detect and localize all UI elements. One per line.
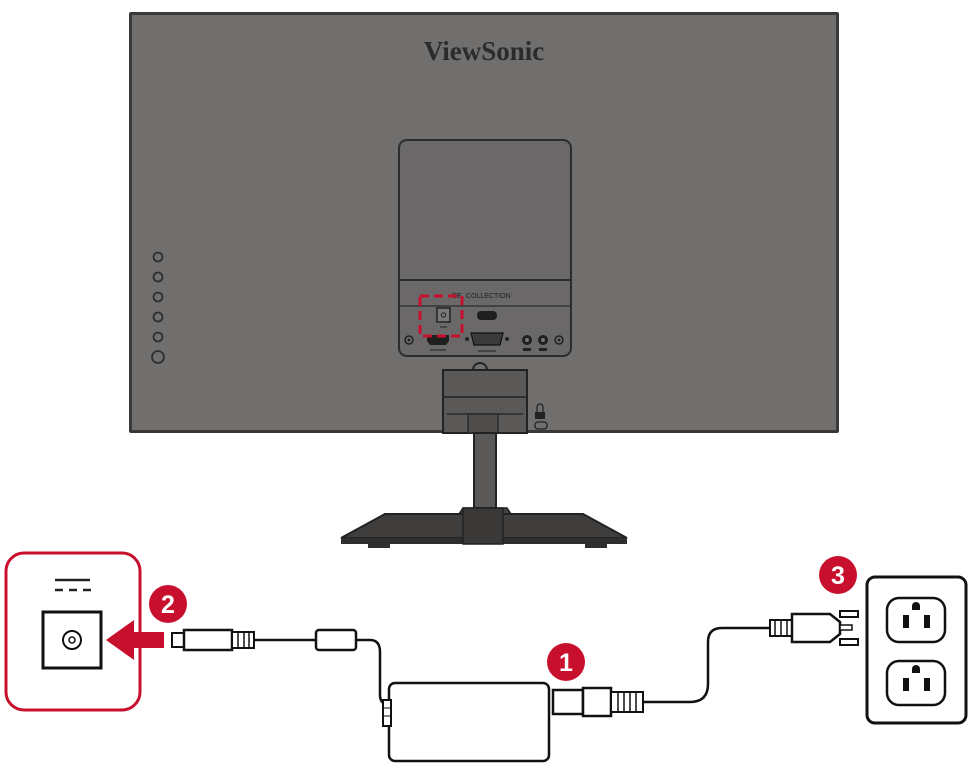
brand-logo: ViewSonic [424,36,545,66]
insert-arrow-icon [106,620,164,660]
usb-c-port [477,311,497,320]
ce-mark-icon: CE [452,293,462,300]
monitor-stand [340,362,628,548]
osd-button-5 [152,331,164,343]
dc-power-symbol-icon [55,578,91,592]
osd-button-1 [152,251,164,263]
osd-button-2 [152,271,164,283]
wall-outlet-icon [865,575,968,725]
osd-buttons [151,251,165,364]
io-panel-label: COLLECTION [466,293,511,300]
svg-text:3: 3 [831,562,845,590]
outlet-socket-bottom [885,659,947,707]
dc-in-port [436,307,451,323]
io-ports [404,307,564,352]
step-badge-1: 1 [547,643,585,681]
osd-button-3 [152,291,164,303]
outlet-socket-top [885,596,947,644]
power-button [151,350,165,364]
step-badge-3: 3 [819,556,857,594]
power-port-icon [41,610,103,670]
monitor-back: ViewSonic COLLECTION CE [129,12,839,433]
osd-button-4 [152,311,164,323]
step-badge-2: 2 [149,585,187,623]
dc-cable [171,628,392,706]
kensington-lock-icon [534,403,548,430]
ac-cord [551,626,770,718]
dc-port-callout [4,551,142,712]
dc-in-highlight [418,294,464,338]
svg-text:1: 1 [559,649,573,677]
mount-plate [398,139,572,357]
vga-port [470,332,504,346]
svg-text:2: 2 [161,591,175,619]
power-adapter-icon [382,681,551,763]
ac-plug-icon [769,610,859,646]
